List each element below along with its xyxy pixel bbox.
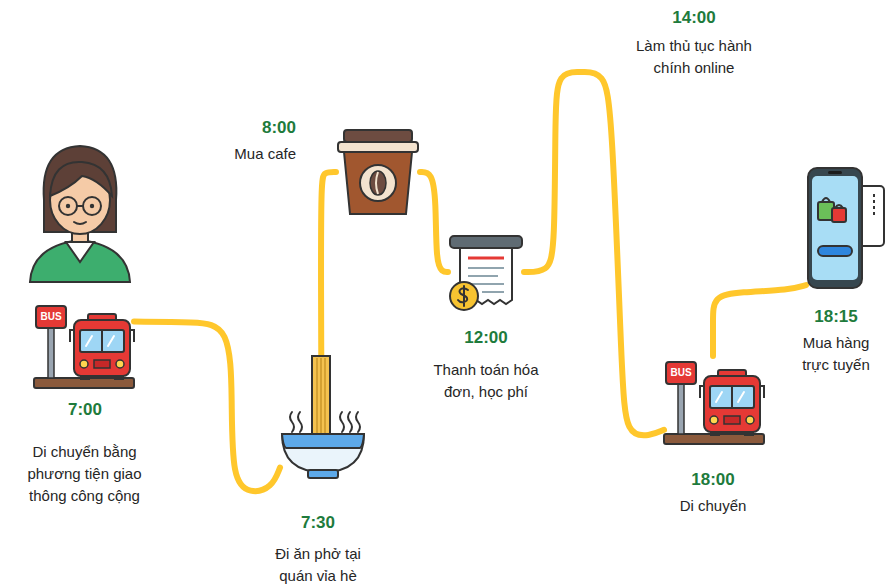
coffee-cup-icon <box>336 128 420 216</box>
time-label: 18:15 <box>796 307 876 327</box>
receipt-icon-part <box>468 257 504 260</box>
bus-stop-icon-part <box>678 384 684 434</box>
activity-text: Đi ăn phở tại quán vỉa hè <box>263 543 373 586</box>
person-avatar-part <box>59 197 77 215</box>
activity-text: Di chuyển bằng phương tiện giao thông cô… <box>17 441 152 507</box>
timeline-stop: 18:15Mua hàng trực tuyến <box>806 168 886 290</box>
phone-shopping-icon <box>806 168 886 290</box>
timeline-path <box>134 322 280 491</box>
coffee-cup-icon-part <box>344 152 412 214</box>
person-avatar-part <box>66 242 94 262</box>
pho-bowl-icon-part <box>282 434 364 472</box>
bus-stop-icon-part <box>80 330 124 352</box>
timeline-path <box>321 172 336 356</box>
timeline-path <box>524 72 581 272</box>
activity-text: Mua cafe <box>196 143 296 165</box>
phone-shopping-icon-part <box>873 194 875 218</box>
person-avatar-part <box>50 162 112 196</box>
bus-stop-icon-part <box>80 360 88 368</box>
person-avatar-part <box>74 222 86 224</box>
coffee-cup-icon-part <box>376 172 378 194</box>
pho-bowl-icon-part <box>317 358 325 434</box>
bus-stop-icon-part <box>710 386 754 408</box>
time-label: 8:00 <box>196 118 296 138</box>
sign-text: BUS <box>36 306 66 328</box>
pho-bowl-icon-part <box>340 412 360 432</box>
coffee-cup-icon-part <box>370 171 386 195</box>
coffee-cup-icon-part <box>360 165 396 201</box>
timeline-path <box>713 285 806 356</box>
pho-bowl-icon-part <box>282 434 364 448</box>
timeline-stop: 7:30Đi ăn phở tại quán vỉa hè <box>280 356 366 480</box>
person-avatar-part <box>30 240 130 282</box>
person-avatar-part <box>77 205 83 207</box>
bus-stop-icon-part <box>704 376 760 432</box>
pho-bowl-icon-part <box>308 470 338 478</box>
bus-stop-icon-part <box>710 416 718 424</box>
coffee-cup-icon-part <box>338 142 418 152</box>
pho-bowl-icon <box>280 356 366 480</box>
timeline-path <box>581 72 664 435</box>
bus-stop-icon-part <box>74 320 130 376</box>
bus-stop-icon-part <box>101 330 103 352</box>
person-avatar-part <box>90 204 94 208</box>
pho-bowl-icon-part <box>312 356 330 436</box>
coffee-cup-icon-part <box>344 130 412 142</box>
phone-shopping-icon-part <box>828 171 842 174</box>
activity-text: Thanh toán hóa đơn, học phí <box>426 359 546 403</box>
activity-text: Mua hàng trực tuyến <box>796 332 876 376</box>
activity-text: Làm thủ tục hành chính online <box>626 35 762 79</box>
bus-stop-icon-part <box>666 362 696 384</box>
receipt-icon <box>448 230 524 314</box>
receipt-icon-part <box>450 236 522 248</box>
bus-stop-icon-part <box>86 336 114 346</box>
time-label: 7:30 <box>258 513 378 533</box>
bus-stop-icon-part <box>94 360 110 368</box>
bus-stop-icon-part <box>36 306 66 328</box>
phone-shopping-icon-part <box>812 176 858 280</box>
timeline-stop: 8:00Mua cafe <box>336 128 420 216</box>
person-avatar-part <box>83 197 101 215</box>
bus-stop-icon-part <box>731 386 733 408</box>
phone-shopping-icon-part <box>808 168 862 288</box>
pho-bowl-icon-part <box>290 412 302 432</box>
time-label: 7:00 <box>0 400 170 420</box>
sign-text: BUS <box>666 362 696 384</box>
timeline-stop: 12:00Thanh toán hóa đơn, học phí <box>448 230 524 314</box>
bus-stop-icon-part <box>716 392 744 402</box>
receipt-icon-part <box>450 282 478 310</box>
person-avatar-part <box>66 204 70 208</box>
bus-stop-icon-part <box>116 360 124 368</box>
phone-shopping-icon-part <box>818 246 852 256</box>
bus-stop-icon-part <box>724 416 740 424</box>
bus-stop-icon-part <box>746 416 754 424</box>
person-avatar <box>30 146 130 282</box>
time-label: 18:00 <box>653 470 773 490</box>
timeline-path <box>420 172 448 272</box>
phone-shopping-icon-part <box>832 208 846 222</box>
time-label: 14:00 <box>626 8 762 28</box>
receipt-icon-part <box>458 286 468 306</box>
time-label: 12:00 <box>426 328 546 348</box>
bus-stop-icon-part <box>48 328 54 378</box>
activity-text: Di chuyển <box>653 495 773 517</box>
timeline-stop: 14:00Làm thủ tục hành chính online <box>540 0 850 72</box>
